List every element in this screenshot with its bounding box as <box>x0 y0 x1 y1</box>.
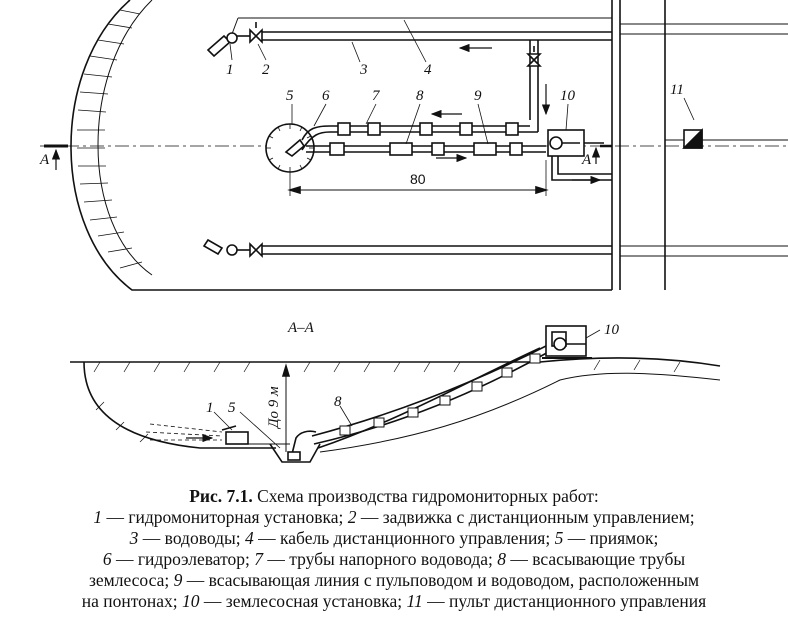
legend-text-3: — водоводы; <box>138 528 246 548</box>
legend-num-11: 11 <box>406 591 423 611</box>
legend-num-4: 4 <box>245 528 254 548</box>
section-pipe-joints <box>339 353 541 436</box>
legend-text-6: — гидроэлеватор; <box>111 549 255 569</box>
label-4: 4 <box>424 62 432 78</box>
legend-text-9-cont: на понтонах; <box>81 591 183 611</box>
caption-line-1: Рис. 7.1. Схема производства гидромонито… <box>0 486 788 507</box>
label-11: 11 <box>670 82 684 98</box>
label-2: 2 <box>262 62 270 78</box>
legend-text-7: — трубы напорного водовода; <box>262 549 498 569</box>
label-5: 5 <box>286 88 294 104</box>
legend-text-5: — приямок; <box>563 528 659 548</box>
depth-label: До 9 м <box>266 386 282 430</box>
legend-num-5: 5 <box>554 528 564 548</box>
caption-line-5: землесоса; 9 — всасывающая линия с пульп… <box>0 570 788 591</box>
section-label-1: 1 <box>206 400 214 416</box>
section-view <box>70 325 721 463</box>
legend-text-8-cont: землесоса; <box>88 570 174 590</box>
quarry-face-curve <box>70 0 612 291</box>
section-label-5: 5 <box>228 400 236 416</box>
legend-text-11: — пульт дистанционного управления <box>422 591 707 611</box>
face-hatching <box>77 9 143 269</box>
label-8: 8 <box>416 88 424 104</box>
legend-num-10: 10 <box>182 591 200 611</box>
legend-text-8: — всасывающие трубы <box>506 549 686 569</box>
legend-text-4: — кабель дистанционного управления; <box>253 528 555 548</box>
label-7: 7 <box>372 88 381 104</box>
legend-num-9: 9 <box>173 570 183 590</box>
label-1: 1 <box>226 62 234 78</box>
caption-line-4: 6 — гидроэлеватор; 7 — трубы напорного в… <box>0 549 788 570</box>
distance-label: 80 <box>410 171 426 187</box>
legend-num-8: 8 <box>497 549 507 569</box>
legend-text-9: — всасывающая линия с пульповодом и водо… <box>182 570 700 590</box>
section-mark-right: A <box>581 152 592 168</box>
legend-text-10: — землесосная установка; <box>199 591 407 611</box>
label-3: 3 <box>359 62 368 78</box>
pipe-couplings <box>329 122 523 156</box>
section-label-10: 10 <box>604 322 620 338</box>
caption-title: Схема производства гидромониторных работ… <box>252 486 599 506</box>
legend-text-2: — задвижка с дистанционным управлением; <box>356 507 695 527</box>
caption-line-6: на понтонах; 10 — землесосная установка;… <box>0 591 788 612</box>
legend-num-6: 6 <box>102 549 112 569</box>
legend-text-1: — гидромониторная установка; <box>102 507 348 527</box>
section-title: А–А <box>287 320 315 336</box>
quarry-face-inner-curve <box>97 0 153 276</box>
section-label-8: 8 <box>334 394 342 410</box>
legend-num-2: 2 <box>347 507 357 527</box>
label-9: 9 <box>474 88 482 104</box>
caption-line-2: 1 — гидромониторная установка; 2 — задви… <box>0 507 788 528</box>
figure-caption: Рис. 7.1. Схема производства гидромонито… <box>0 486 788 612</box>
caption-line-3: 3 — водоводы; 4 — кабель дистанционного … <box>0 528 788 549</box>
label-6: 6 <box>322 88 330 104</box>
legend-num-3: 3 <box>129 528 139 548</box>
legend-num-7: 7 <box>254 549 263 569</box>
section-mark-left: A <box>39 152 50 168</box>
legend-num-1: 1 <box>93 507 103 527</box>
plan-view <box>40 0 788 291</box>
hydromonitor-scheme-diagram: 1 2 3 4 5 6 7 8 9 10 11 A A 80 А–А <box>39 0 788 463</box>
caption-fig-number: Рис. 7.1. <box>189 486 253 506</box>
label-10: 10 <box>560 88 576 104</box>
